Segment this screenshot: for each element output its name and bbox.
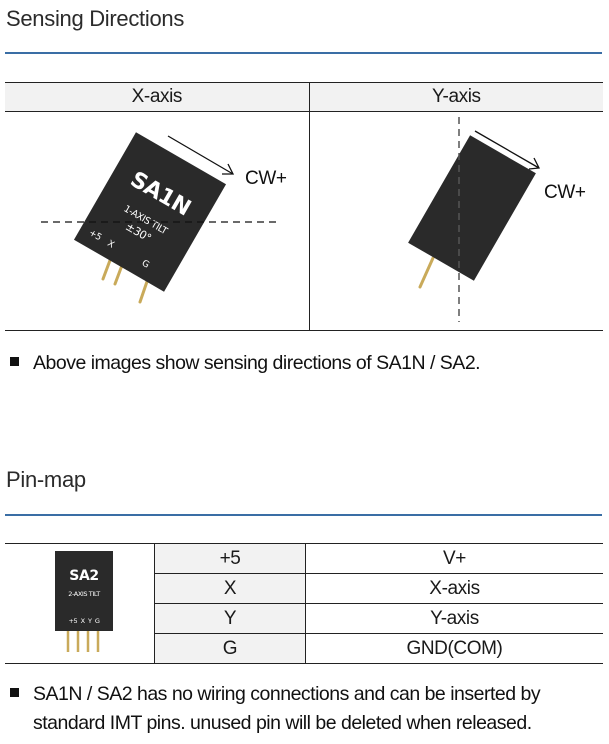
column-header-y-axis: Y-axis: [308, 82, 603, 112]
sa2-chip-body: [55, 551, 113, 631]
cw-arrow-icon: [474, 130, 540, 170]
section-divider: [5, 514, 602, 516]
chip-side-view: [407, 135, 536, 281]
bullet-square-icon: [10, 357, 19, 366]
section-title-pin-map: Pin-map: [6, 467, 86, 492]
pin-name: G: [154, 633, 306, 664]
pin-name: X: [154, 573, 306, 604]
direction-label: CW+: [245, 168, 287, 189]
pin-function: X-axis: [305, 573, 603, 604]
pin-function: GND(COM): [406, 637, 503, 659]
bullet-square-icon: [10, 688, 19, 697]
sa2-chip-image: SA2 2-AXIS TILT +5 X Y G: [55, 551, 113, 652]
pin-function: Y-axis: [305, 603, 603, 634]
y-axis-diagram-cell: CW+: [308, 111, 603, 331]
chip-part-label: SA2: [69, 568, 98, 584]
pin-name: +5: [154, 543, 306, 574]
table-row: X X-axis: [5, 573, 603, 604]
pin-map-table: SA2 2-AXIS TILT +5 X Y G +5 V+ X X-axis …: [5, 543, 603, 664]
table-row: Y Y-axis: [5, 603, 603, 634]
pin-function: V+: [305, 543, 603, 574]
x-axis-sensor-diagram: SA1N 1-AXIS TILT ±30° +5 X G CW+: [41, 132, 287, 304]
direction-label: CW+: [544, 182, 586, 203]
chip-subtitle: 2-AXIS TILT: [68, 590, 100, 598]
section-divider: [5, 52, 602, 54]
x-axis-diagram-cell: SA1N 1-AXIS TILT ±30° +5 X G CW+: [5, 112, 309, 331]
cw-arrow-icon: [167, 135, 235, 175]
pinmap-note-line-2: standard IMT pins. unused pin will be de…: [33, 712, 532, 734]
sensing-note-text: Above images show sensing directions of …: [33, 352, 481, 374]
sa2-image-cell: SA2 2-AXIS TILT +5 X Y G: [5, 543, 155, 664]
chip-pin-label: G: [140, 259, 151, 271]
pinmap-note: SA1N / SA2 has no wiring connections and…: [10, 680, 541, 738]
sensing-directions-table: X-axis Y-axis SA1N 1-AXIS TILT ±30° +5: [5, 82, 603, 331]
sa1n-chip: SA1N 1-AXIS TILT ±30° +5 X G: [73, 132, 227, 292]
column-header-x-axis: X-axis: [5, 82, 310, 112]
y-axis-sensor-diagram: CW+: [407, 117, 586, 322]
table-row: G GND(COM): [5, 633, 603, 664]
pinmap-note-line-1: SA1N / SA2 has no wiring connections and…: [33, 683, 541, 705]
table-row: SA2 2-AXIS TILT +5 X Y G +5 V+: [5, 543, 603, 664]
sensor-pin: [418, 256, 435, 289]
pin-name: Y: [154, 603, 306, 634]
sensing-note: Above images show sensing directions of …: [10, 349, 481, 378]
chip-pin-label: X: [105, 239, 115, 251]
section-title-sensing-directions: Sensing Directions: [6, 6, 185, 31]
chip-pin-labels: +5 X Y G: [68, 617, 99, 625]
